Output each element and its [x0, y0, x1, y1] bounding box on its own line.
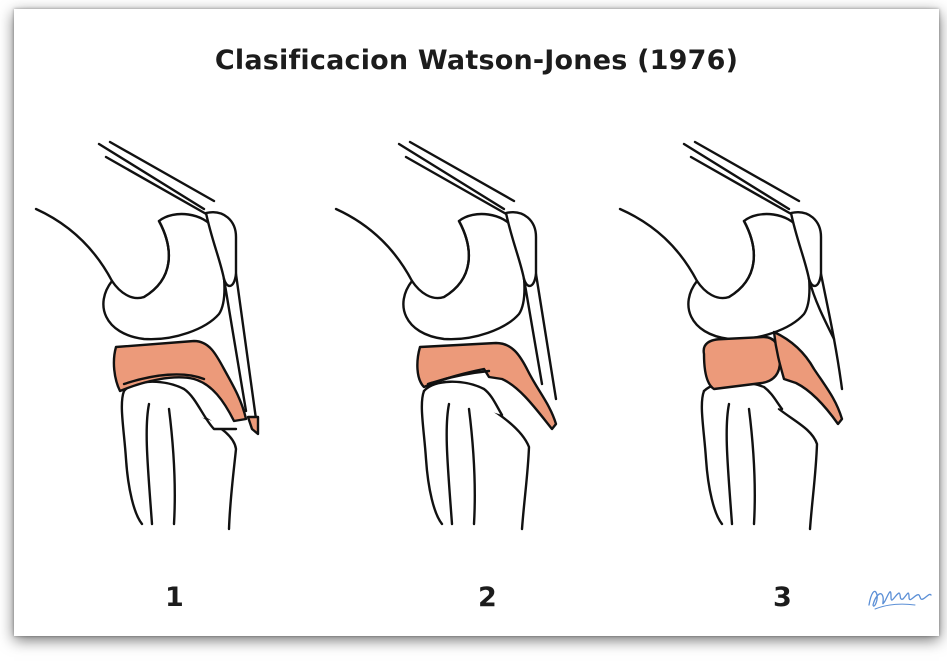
tibia-inner-line [749, 409, 755, 524]
quad-tendon-line [110, 142, 214, 201]
panel-stage-3 [614, 129, 904, 539]
femur-anterior-outline [36, 209, 112, 281]
femur-anterior-outline [336, 209, 412, 281]
slide: Clasificacion Watson-Jones (1976) [14, 9, 939, 636]
patellar-tendon-line [536, 274, 556, 399]
patellar-tendon-line [809, 279, 834, 339]
tibial-fragment [704, 337, 780, 389]
tibia-inner-line [147, 404, 152, 524]
tibia-inner-line [727, 404, 732, 524]
tibia-outline [702, 391, 817, 529]
tubercle-fragment-displaced [774, 332, 842, 424]
quad-tendon-line [106, 157, 208, 215]
stage-label-3: 3 [773, 582, 792, 613]
stage-label-1: 1 [165, 582, 184, 613]
tibia-inner-line [469, 409, 475, 524]
author-signature [865, 575, 935, 615]
tibia-inner-line [447, 404, 452, 524]
quad-tendon-line [410, 142, 514, 201]
tibia-inner-line [169, 409, 175, 524]
quad-tendon-line [399, 144, 504, 209]
quad-tendon-line [691, 157, 793, 215]
quad-tendon-line [684, 144, 789, 209]
tibia-outline [122, 391, 236, 529]
tibial-plateau [424, 382, 502, 415]
quad-tendon-line [99, 144, 204, 209]
femur-anterior-outline [620, 209, 697, 281]
knee-illustration-1 [24, 129, 314, 539]
quad-tendon-line [695, 142, 799, 201]
diagram-title: Clasificacion Watson-Jones (1976) [14, 45, 939, 76]
panel-stage-2 [324, 129, 614, 539]
stage-label-2: 2 [478, 582, 497, 613]
knee-illustration-2 [324, 129, 614, 539]
patellar-tendon-line [821, 274, 842, 389]
tubercle-tip-fragment [248, 417, 258, 434]
panel-stage-1 [24, 129, 314, 539]
quad-tendon-line [406, 157, 508, 215]
knee-illustration-3 [614, 129, 904, 539]
